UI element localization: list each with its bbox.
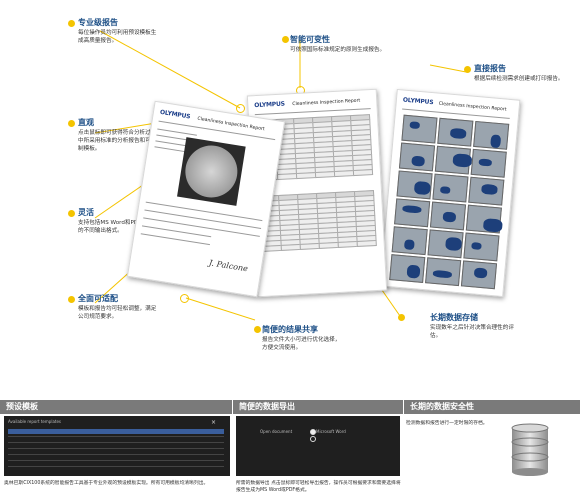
table-cell — [276, 173, 298, 181]
callout-target-ring — [236, 104, 245, 113]
particle-image — [425, 257, 462, 287]
particle-image — [432, 173, 469, 203]
template-list-selected-row[interactable] — [8, 429, 224, 434]
export-dialog: Open document Microsoft Word — [236, 416, 400, 476]
particle-image — [396, 170, 433, 200]
callout-title-storage: 长期数据存储 — [430, 313, 478, 322]
table-cell — [299, 242, 320, 250]
database-icon — [510, 422, 550, 476]
callout-marker — [68, 120, 75, 127]
report-title: Cleanliness Inspection Report — [292, 98, 361, 108]
particle-image — [437, 117, 474, 147]
callout-connectors — [94, 30, 467, 321]
template-dialog-header: Available report templates — [8, 419, 62, 424]
callout-title-professional: 专业级报告 — [78, 18, 118, 27]
particle-image — [460, 260, 498, 290]
callout-desc-sharing: 报告文件大小可进行优化选择，方便交流使用。 — [262, 337, 341, 351]
radio-icon[interactable] — [310, 436, 316, 442]
callout-marker — [68, 20, 75, 27]
caption-security: 检测数据和报告进行一定时限的存档。 — [406, 421, 488, 426]
callout-marker — [464, 66, 471, 73]
report-sheet-filter: OLYMPUS Cleanliness Inspection Report J.… — [126, 100, 286, 298]
callout-title-intuitive: 直观 — [78, 118, 94, 127]
particle-image — [470, 148, 507, 178]
callout-target-ring — [180, 294, 189, 303]
particle-image — [434, 145, 473, 175]
callout-marker — [398, 314, 405, 321]
caption-templates: 奥林巴斯CIX100系统的智能报告工具基于专业外观的预设模板实现。所有可用模板均… — [4, 481, 209, 486]
table-cell — [318, 241, 339, 249]
callout-title-traceability: 智能可变性 — [290, 35, 330, 44]
report-title: Cleanliness Inspection Report — [196, 116, 265, 133]
callout-desc-intuitive: 点击鼠标即可获得符合分析过程中所采用标准的分析报告和可定制模板。 — [78, 130, 157, 152]
callout-marker — [282, 36, 289, 43]
filter-image-frame — [177, 137, 246, 206]
caption-export: 所需的数据导出 点击鼠标即可轻松导出报告，操作员可根据要求和需要选择将报告生成为… — [236, 481, 401, 493]
callout-marker — [254, 326, 261, 333]
table-cell — [314, 171, 336, 179]
report-title: Cleanliness Inspection Report — [438, 101, 507, 113]
signature: J. Palcone — [208, 258, 249, 274]
radio-icon[interactable] — [310, 429, 316, 435]
particle-image — [463, 232, 500, 262]
report-brand: OLYMPUS — [159, 108, 191, 121]
particle-image — [391, 226, 428, 256]
table-cell — [352, 169, 374, 177]
particle-image — [473, 120, 510, 150]
callout-title-flexible: 灵活 — [78, 208, 94, 217]
table-cell — [280, 243, 301, 251]
particle-image — [394, 198, 431, 228]
callout-desc-traceability: 可依照国际标准规定的原则生成报告。 — [290, 47, 386, 53]
report-sheet-images: OLYMPUS Cleanliness Inspection Report — [379, 88, 521, 298]
section-bar-export: 简便的数据导出 — [233, 400, 403, 414]
table-cell — [333, 170, 355, 178]
particle-image — [389, 254, 426, 283]
particle-image — [401, 114, 438, 144]
particle-image — [398, 142, 436, 172]
callout-desc-storage: 实现数年之后针对决策合理性的评估。 — [430, 325, 514, 339]
template-dialog: Available report templates × — [4, 416, 230, 476]
table-cell — [356, 239, 377, 247]
particle-image — [427, 229, 464, 259]
report-brand: OLYMPUS — [254, 100, 285, 110]
section-bar-security: 长期的数据安全性 — [404, 400, 580, 414]
callout-marker — [68, 210, 75, 217]
report-brand: OLYMPUS — [402, 96, 434, 107]
particle-image — [465, 204, 503, 234]
export-option-label: Open document — [260, 429, 293, 434]
close-icon[interactable]: × — [210, 419, 216, 426]
callout-desc-direct: 根据后续检测需求创建或打印报告。 — [474, 76, 564, 82]
callout-desc-professional: 每位操作员均可利用预设模板生成高质量报告。 — [78, 30, 157, 44]
table-cell — [337, 240, 358, 248]
callout-desc-flexible: 支持包括MS Word和PDF在内的不同输出格式。 — [78, 220, 153, 234]
table-cell — [295, 172, 317, 180]
callout-marker — [68, 296, 75, 303]
callout-title-direct: 直接报告 — [474, 64, 506, 73]
particle-image — [429, 201, 467, 231]
callout-title-sharing: 简便的结果共享 — [262, 325, 318, 334]
callout-title-adaptable: 全面可适配 — [78, 294, 118, 303]
callout-desc-adaptable: 模板和报告均可轻松调整，满足公司规范要求。 — [78, 306, 157, 320]
export-selected-format: Microsoft Word — [316, 429, 346, 434]
section-bar-templates: 预设模板 — [0, 400, 232, 414]
filter-membrane-image — [181, 141, 242, 202]
particle-image — [468, 176, 505, 206]
